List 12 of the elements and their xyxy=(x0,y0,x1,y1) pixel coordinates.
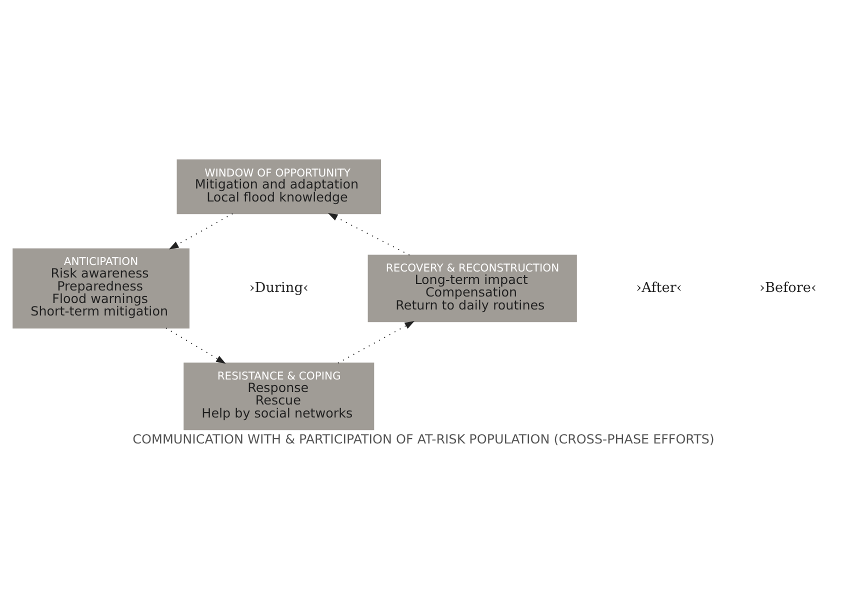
arrow xyxy=(168,213,234,250)
node-box: RECOVERY & RECONSTRUCTION Long-term impact Compensation Return to daily routines xyxy=(368,254,577,322)
label: ›Before‹ xyxy=(760,280,816,296)
node-box: ANTICIPATION Risk awareness Preparedness Flood warnings Short-term mitigation xyxy=(12,248,190,328)
caption: COMMUNICATION WITH & PARTICIPATION OF AT-RISK POPULATION (CROSS-PHASE EFFORTS) xyxy=(132,432,714,447)
arrow xyxy=(337,321,415,364)
node-box: RESISTANCE & COPING Response Rescue Help by social networks xyxy=(184,362,374,430)
node-box: WINDOW OF OPPORTUNITY Mitigation and adaptation Local flood knowledge xyxy=(176,159,381,214)
label: ›After‹ xyxy=(636,280,682,296)
arrow xyxy=(166,328,226,364)
label: ›During‹ xyxy=(249,280,308,296)
arrow xyxy=(328,213,410,256)
